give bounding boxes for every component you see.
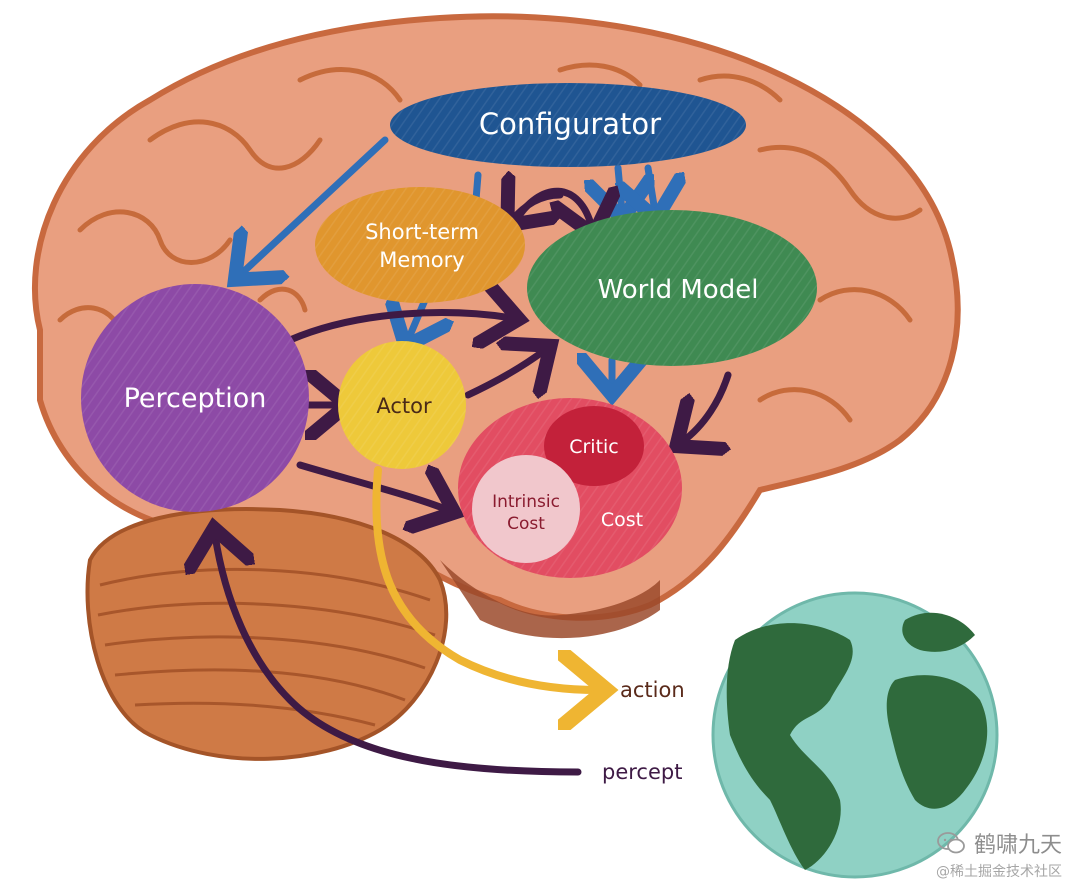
intrinsic-cost-label-line1: Intrinsic (492, 492, 560, 512)
earth-land-africa (886, 675, 988, 809)
memory-label-line2: Memory (379, 248, 464, 272)
watermark-title: 鹤啸九天 (973, 833, 1062, 858)
module-perception: Perception (81, 284, 309, 512)
arrow-memory-to-actor (408, 300, 425, 340)
module-configurator: Configurator (390, 83, 746, 167)
arrow-actor-to-action (372, 466, 598, 690)
critic-label: Critic (569, 436, 619, 458)
module-intrinsic-cost: Intrinsic Cost (472, 455, 580, 563)
action-label: action (620, 678, 685, 702)
module-critic: Critic (544, 406, 644, 486)
arrow-configurator-to-worldmodel-b (648, 164, 655, 212)
module-world-model: World Model (527, 210, 817, 366)
world-model-label: World Model (598, 275, 759, 305)
earth-land-north (902, 612, 975, 652)
watermark-subtitle: @稀土掘金技术社区 (936, 864, 1062, 880)
configurator-label: Configurator (479, 107, 661, 141)
earth-icon (711, 591, 999, 879)
arrow-worldmodel-to-cost (682, 371, 732, 442)
arrow-percept-to-perception (215, 535, 582, 776)
module-short-term-memory: Short-term Memory (315, 187, 525, 303)
brain-stem (440, 560, 660, 639)
actor-label: Actor (376, 394, 432, 418)
brain-cerebellum (85, 507, 449, 761)
module-actor: Actor (338, 341, 466, 469)
arrow-configurator-to-worldmodel-a (618, 164, 622, 212)
percept-label: percept (602, 760, 682, 784)
intrinsic-cost-label-line2: Cost (507, 514, 545, 534)
arrow-worldmodel-memory-loop (512, 195, 564, 220)
perception-label: Perception (124, 383, 267, 414)
cost-label: Cost (601, 509, 643, 531)
arrow-perception-to-worldmodel (286, 313, 512, 340)
memory-label-line1: Short-term (365, 220, 479, 244)
earth-land-americas (726, 623, 853, 870)
arrow-configurator-to-perception (240, 136, 389, 275)
arrow-actor-to-worldmodel (464, 350, 545, 395)
wechat-icon (937, 832, 965, 854)
watermark: 鹤啸九天 @稀土掘金技术社区 (936, 827, 1062, 881)
brain-folds (57, 62, 923, 423)
